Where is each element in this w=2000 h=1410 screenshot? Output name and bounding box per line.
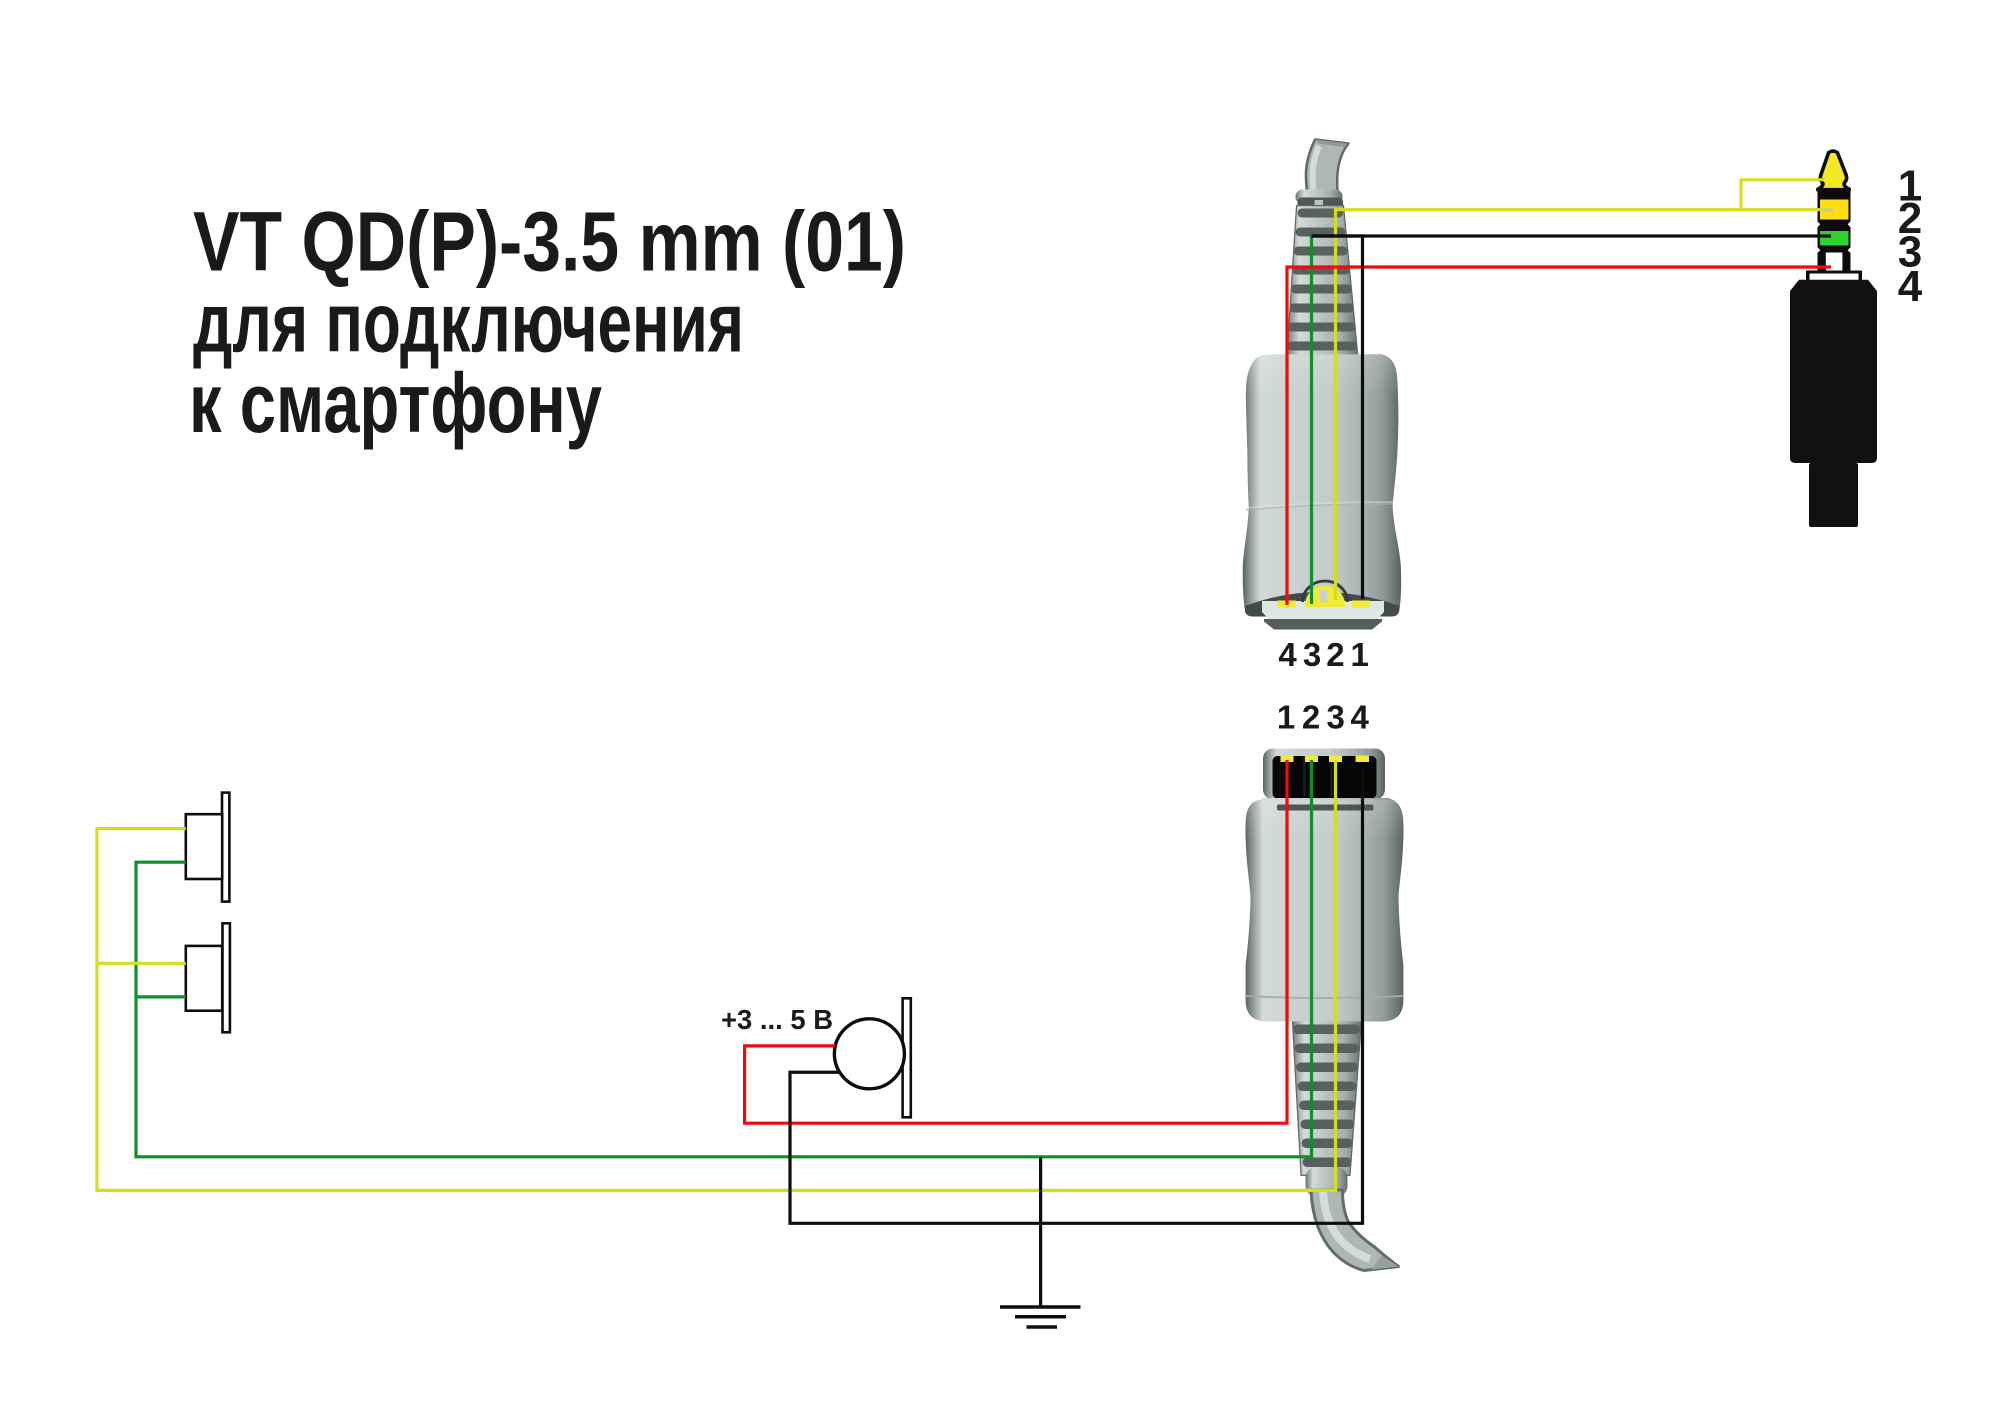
svg-text:для подключения: для подключения [193,275,744,369]
svg-text:к смартфону: к смартфону [189,356,602,450]
svg-text:1: 1 [1277,699,1295,736]
svg-text:2: 2 [1898,194,1922,243]
svg-text:VT QD(P)-3.5 mm (01): VT QD(P)-3.5 mm (01) [193,195,906,289]
svg-text:3: 3 [1898,227,1922,276]
svg-text:4: 4 [1351,699,1370,736]
svg-text:2: 2 [1302,699,1320,736]
svg-text:3: 3 [1303,636,1321,673]
svg-text:3: 3 [1327,699,1345,736]
svg-text:2: 2 [1326,636,1344,673]
svg-text:4: 4 [1278,636,1297,673]
svg-text:+3 ... 5 В: +3 ... 5 В [721,1004,833,1035]
svg-text:4: 4 [1898,262,1923,311]
svg-text:1: 1 [1351,636,1369,673]
svg-text:1: 1 [1898,162,1922,211]
